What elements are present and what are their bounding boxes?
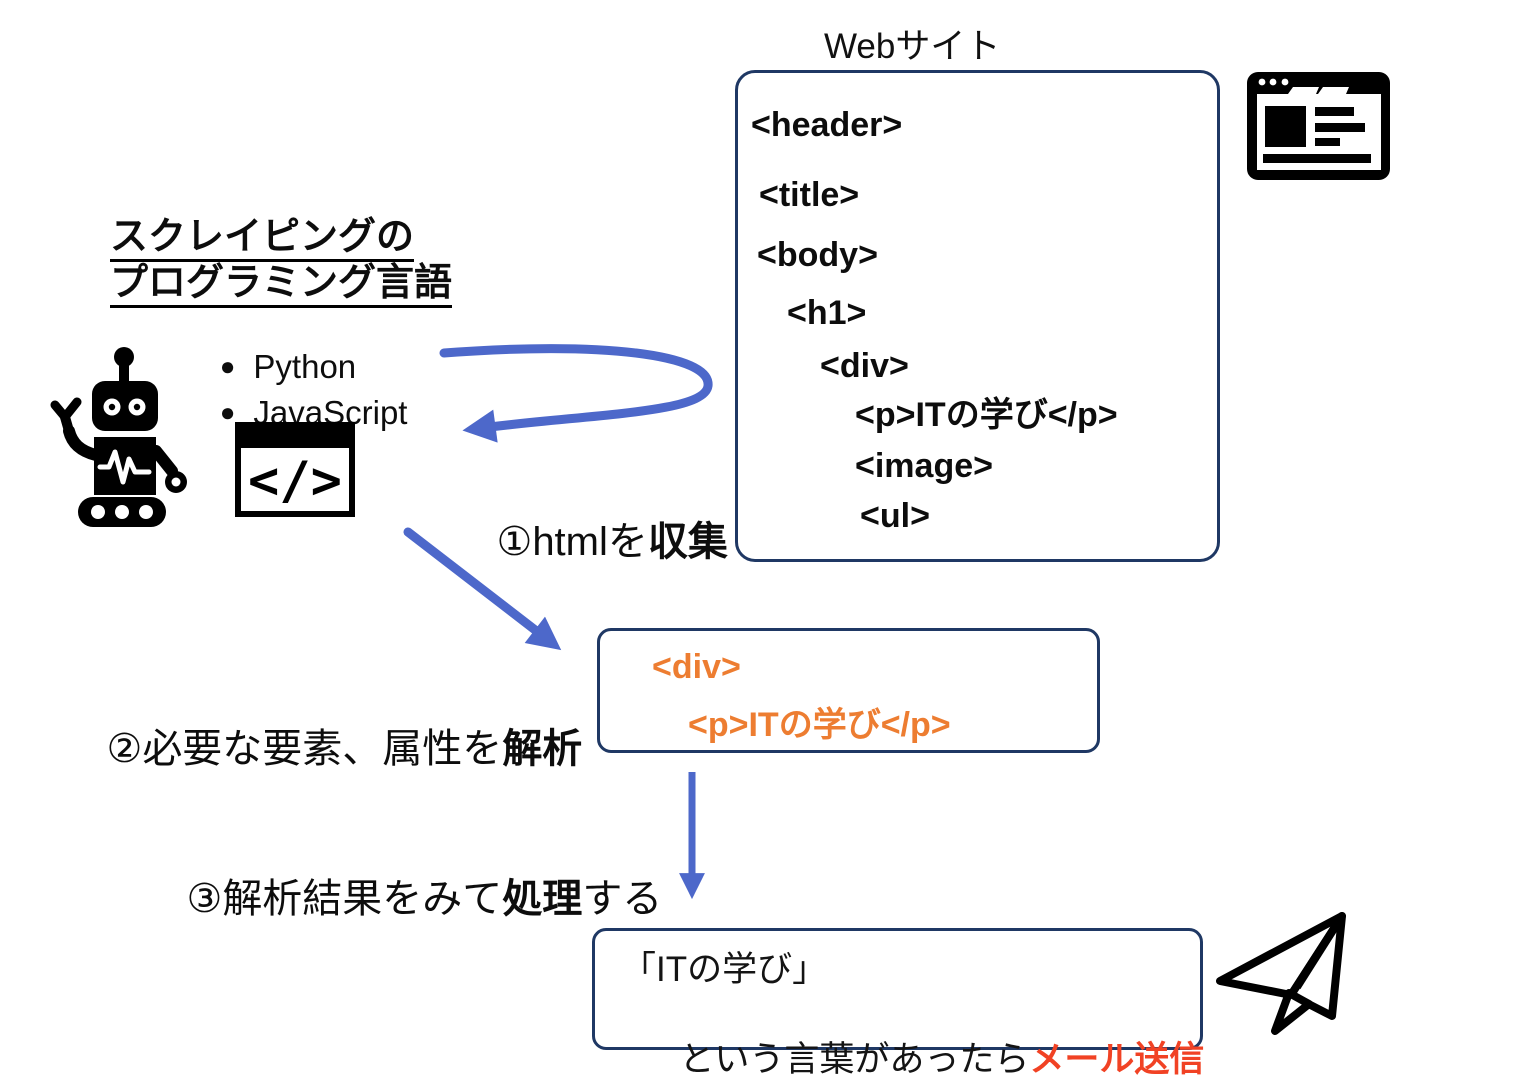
languages-title-line2: プログラミング言語 [110,262,453,308]
language-item: ● Python [183,310,356,424]
result-line2-text: という言葉があったら [679,1040,1030,1079]
step1-emphasis: 収集 [647,520,728,564]
collect-html-arrow [439,344,713,443]
website-tag: <title> [759,176,860,214]
bullet-icon: ● [219,397,236,427]
step3-label: ③解析結果をみて処理する [142,821,662,969]
parsed-elements-box: <div> <p>ITの学び</p> [597,628,1100,753]
website-tag: <ul> [860,497,930,535]
browser-window-icon [1247,72,1390,180]
step3-text: ③解析結果をみて [186,877,503,921]
languages-title: スクレイピングの プログラミング言語 [110,216,453,308]
step2-text: ②必要な要素、属性を [106,727,503,771]
result-line2: という言葉があったらメール送信 [621,991,1204,1079]
website-box: <header> <title> <body> <h1> <div> <p>IT… [735,70,1220,562]
svg-text:</>: </> [248,451,342,511]
website-tag: <header> [751,106,903,144]
result-box: 「ITの学び」 という言葉があったらメール送信 [592,928,1204,1079]
step1-label: ①htmlを収集 [452,464,728,612]
website-tag: <body> [757,236,878,274]
step3-suffix: する [582,877,663,921]
website-tag: <image> [855,447,993,485]
parse-arrow [403,527,562,651]
robot-icon [50,347,187,527]
website-tag: <h1> [787,294,867,332]
step1-text: ①htmlを [496,520,648,564]
languages-title-line1: スクレイピングの [110,216,415,262]
website-label: Webサイト [824,27,1001,66]
paper-plane-icon [1216,912,1346,1035]
language-label: Python [253,348,357,385]
step2-emphasis: 解析 [502,727,583,771]
step3-emphasis: 処理 [502,877,583,921]
website-tag: <p>ITの学び</p> [855,396,1118,434]
parsed-tag: <p>ITの学び</p> [688,706,951,744]
result-line1: 「ITの学び」 [621,950,828,989]
code-window-icon: </> [235,422,355,517]
parsed-tag: <div> [652,648,741,686]
bullet-icon: ● [219,351,236,381]
step2-label: ②必要な要素、属性を解析 [62,671,582,819]
website-tag: <div> [820,347,909,385]
send-mail-emphasis: メール送信 [1029,1040,1205,1079]
